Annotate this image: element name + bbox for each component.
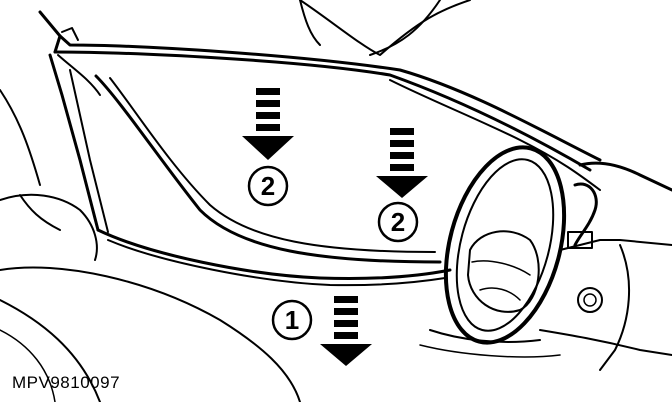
- direction-arrows: [242, 88, 428, 366]
- figure-code: MPV9810097: [12, 373, 121, 392]
- callout-lower: 1: [271, 299, 313, 341]
- arrow-down-upper-left: [242, 88, 294, 160]
- arrow-down-middle: [376, 128, 428, 198]
- arrow-down-lower: [320, 296, 372, 366]
- callout-middle: 2: [377, 201, 419, 243]
- callout-number: 2: [261, 171, 275, 201]
- callout-number: 2: [391, 207, 405, 237]
- callout-number: 1: [285, 305, 299, 335]
- callout-upper-left: 2: [247, 165, 289, 207]
